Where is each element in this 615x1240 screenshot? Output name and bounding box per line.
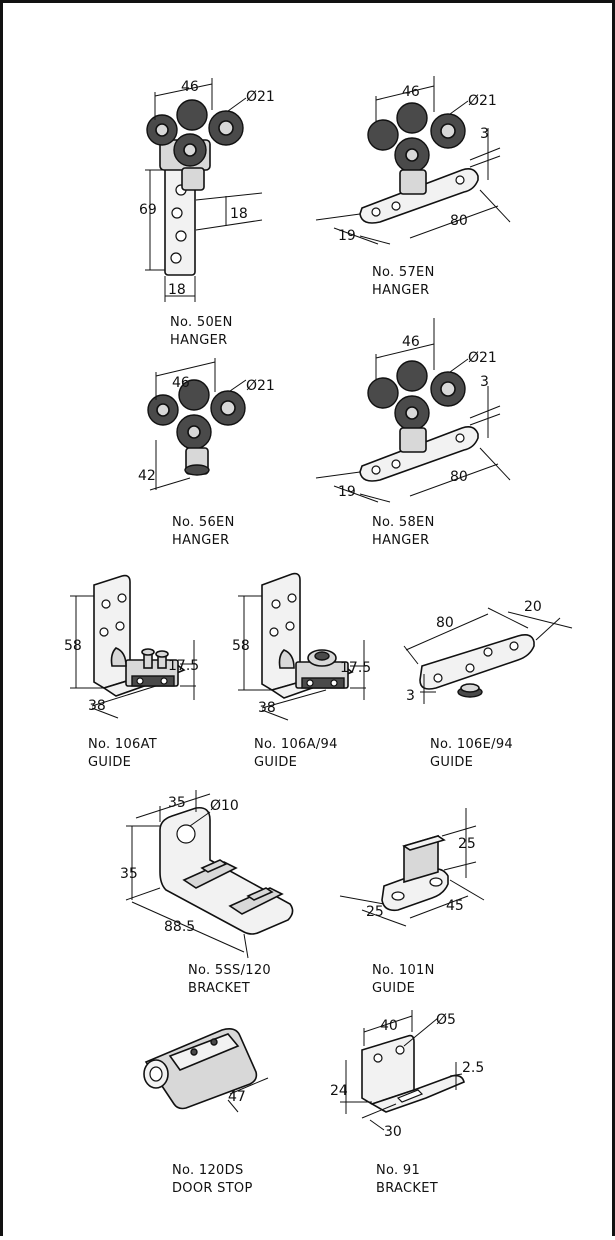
part-57en-drawing bbox=[359, 102, 479, 224]
part-101n-dims: 25 25 45 bbox=[339, 808, 485, 927]
part-106a94-type: GUIDE bbox=[254, 755, 297, 770]
part-57en: 46 Ø21 3 19 80 No. 57EN HANGER bbox=[315, 76, 511, 298]
part-57en-dim-4: 19 bbox=[338, 228, 356, 244]
part-58en-dim-4: 19 bbox=[338, 484, 356, 500]
part-5ss120-dims: 35 Ø10 35 88.5 bbox=[120, 790, 249, 959]
part-106e94-type: GUIDE bbox=[430, 755, 473, 770]
part-5ss120-number: No. 5SS/120 bbox=[188, 963, 271, 978]
part-50en-number: No. 50EN bbox=[170, 315, 233, 330]
part-57en-dim-1: 46 bbox=[402, 84, 420, 100]
part-120ds-dims: 47 bbox=[227, 1077, 269, 1113]
part-106a94-dim-2: 17.5 bbox=[340, 660, 371, 676]
part-56en-type: HANGER bbox=[172, 533, 230, 548]
part-57en-type: HANGER bbox=[372, 283, 430, 298]
part-106e94-dim-1: 80 bbox=[436, 615, 454, 631]
part-106at: 58 17.5 38 No. 106AT GUIDE bbox=[64, 574, 199, 770]
part-50en-dim-1: 46 bbox=[181, 79, 199, 95]
part-106e94-number: No. 106E/94 bbox=[430, 737, 513, 752]
part-57en-dim-3: 3 bbox=[480, 126, 489, 142]
part-106e94: 80 20 3 No. 106E/94 GUIDE bbox=[403, 599, 573, 770]
part-106a94-dim-3: 38 bbox=[258, 700, 276, 716]
part-106a94-number: No. 106A/94 bbox=[254, 737, 338, 752]
part-50en-dim-3: 69 bbox=[139, 202, 157, 218]
part-57en-dims: 46 Ø21 3 19 80 bbox=[315, 76, 511, 245]
part-101n-dim-3: 45 bbox=[446, 898, 464, 914]
part-120ds: 47 No. 120DS DOOR STOP bbox=[143, 1028, 269, 1196]
part-91-dim-5: 30 bbox=[384, 1124, 402, 1140]
part-58en-number: No. 58EN bbox=[372, 515, 435, 530]
part-106e94-dim-3: 3 bbox=[406, 688, 415, 704]
part-106a94-dims: 58 17.5 38 bbox=[232, 595, 371, 721]
part-56en-dim-3: 42 bbox=[138, 468, 156, 484]
part-106e94-dims: 80 20 3 bbox=[403, 599, 573, 704]
part-57en-dim-5: 80 bbox=[450, 213, 468, 229]
part-106at-dim-1: 58 bbox=[64, 638, 82, 654]
part-101n-number: No. 101N bbox=[372, 963, 435, 978]
part-56en: 46 Ø21 42 No. 56EN HANGER bbox=[138, 358, 275, 548]
part-106at-dims: 58 17.5 38 bbox=[64, 595, 199, 719]
part-5ss120: 35 Ø10 35 88.5 No. 5SS/120 BRACKET bbox=[120, 790, 294, 996]
part-91-number: No. 91 bbox=[376, 1163, 420, 1178]
part-5ss120-dim-2: Ø10 bbox=[210, 798, 239, 814]
part-101n-dim-2: 25 bbox=[366, 904, 384, 920]
part-57en-number: No. 57EN bbox=[372, 265, 435, 280]
part-91-dims: 40 Ø5 24 2.5 30 bbox=[330, 1010, 484, 1140]
part-5ss120-type: BRACKET bbox=[188, 981, 250, 996]
part-50en-dim-5: 18 bbox=[168, 282, 186, 298]
part-5ss120-drawing bbox=[159, 806, 294, 935]
part-50en-dim-2: Ø21 bbox=[246, 89, 275, 105]
part-58en-dim-3: 3 bbox=[480, 374, 489, 390]
part-120ds-number: No. 120DS bbox=[172, 1163, 244, 1178]
part-106a94-dim-1: 58 bbox=[232, 638, 250, 654]
part-5ss120-dim-4: 88.5 bbox=[164, 919, 195, 935]
part-120ds-type: DOOR STOP bbox=[172, 1181, 253, 1196]
part-106at-dim-3: 38 bbox=[88, 698, 106, 714]
part-58en-dim-2: Ø21 bbox=[468, 350, 497, 366]
part-91-dim-2: Ø5 bbox=[436, 1012, 456, 1028]
part-58en-drawing bbox=[359, 360, 479, 482]
part-56en-drawing bbox=[147, 379, 246, 476]
part-91-dim-3: 24 bbox=[330, 1083, 348, 1099]
part-106at-dim-2: 17.5 bbox=[168, 658, 199, 674]
part-50en: 46 Ø21 69 18 18 No. 50EN HANGER bbox=[139, 78, 275, 348]
part-50en-type: HANGER bbox=[170, 333, 228, 348]
part-58en-dim-5: 80 bbox=[450, 469, 468, 485]
part-120ds-dim-1: 47 bbox=[228, 1089, 246, 1105]
part-5ss120-dim-3: 35 bbox=[120, 866, 138, 882]
part-56en-dims: 46 Ø21 42 bbox=[138, 358, 275, 491]
part-91-type: BRACKET bbox=[376, 1181, 438, 1196]
part-106at-number: No. 106AT bbox=[88, 737, 157, 752]
part-91-dim-1: 40 bbox=[380, 1018, 398, 1034]
part-57en-dim-2: Ø21 bbox=[468, 93, 497, 109]
part-56en-dim-2: Ø21 bbox=[246, 378, 275, 394]
part-106at-type: GUIDE bbox=[88, 755, 131, 770]
part-106a94: 58 17.5 38 No. 106A/94 GUIDE bbox=[232, 572, 371, 770]
part-50en-dims: 46 Ø21 69 18 18 bbox=[139, 78, 275, 302]
part-50en-dim-4: 18 bbox=[230, 206, 248, 222]
part-91: 40 Ø5 24 2.5 30 No. 91 BRACKET bbox=[330, 1010, 484, 1196]
part-106e94-dim-2: 20 bbox=[524, 599, 542, 615]
part-106at-drawing bbox=[93, 574, 186, 697]
part-50en-drawing bbox=[146, 99, 244, 276]
part-5ss120-dim-1: 35 bbox=[168, 795, 186, 811]
part-101n-drawing bbox=[381, 834, 449, 912]
part-58en-dims: 46 Ø21 3 19 80 bbox=[315, 318, 511, 503]
part-120ds-drawing bbox=[143, 1028, 258, 1110]
part-106e94-drawing bbox=[419, 634, 535, 698]
part-106a94-drawing bbox=[261, 572, 354, 699]
part-101n-type: GUIDE bbox=[372, 981, 415, 996]
part-58en-dim-1: 46 bbox=[402, 334, 420, 350]
part-101n: 25 25 45 No. 101N GUIDE bbox=[339, 808, 485, 996]
part-58en: 46 Ø21 3 19 80 No. 58EN HANGER bbox=[315, 318, 511, 548]
part-58en-type: HANGER bbox=[372, 533, 430, 548]
part-56en-dim-1: 46 bbox=[172, 375, 190, 391]
part-101n-dim-1: 25 bbox=[458, 836, 476, 852]
part-91-dim-4: 2.5 bbox=[462, 1060, 484, 1076]
part-56en-number: No. 56EN bbox=[172, 515, 235, 530]
